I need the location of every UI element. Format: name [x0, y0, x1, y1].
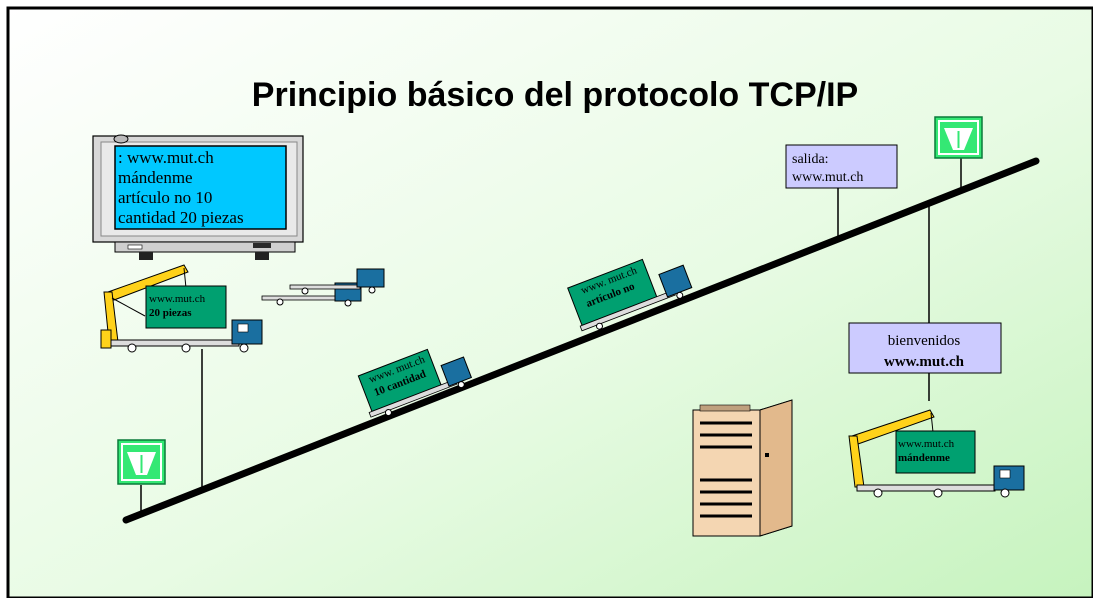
empty-trucks: [261, 268, 385, 307]
server-tower: [692, 399, 793, 537]
crane-truck-right: [848, 409, 1025, 498]
crane-truck-left: [100, 264, 263, 487]
highway-road: [122, 157, 1040, 524]
highway-sign-right: [934, 116, 983, 190]
load-line2: mándenme: [898, 452, 950, 464]
welcome-sign: [848, 204, 1002, 401]
welcome-sign-text: bienvenidos www.mut.ch: [850, 331, 998, 373]
exit-sign-text: salida: www.mut.ch: [792, 151, 863, 187]
load-label-crane-left: www.mut.ch 20 piezas: [149, 292, 205, 320]
page-title: Principio básico del protocolo TCP/IP: [251, 76, 859, 114]
highway-sign-left: [117, 439, 166, 517]
welcome-sign-line2: www.mut.ch: [883, 354, 964, 370]
truck-on-road-mid: [567, 258, 693, 332]
load-line2: 20 piezas: [149, 307, 192, 319]
exit-sign-line1: salida:: [792, 152, 829, 167]
exit-sign-line2: www.mut.ch: [792, 170, 864, 185]
monitor-screen-text: : www.mut.ch mándenme artículo no 10 can…: [118, 148, 283, 228]
welcome-sign-line1: bienvenidos: [887, 333, 961, 349]
load-line1: www.mut.ch: [149, 293, 206, 305]
load-line1: www.mut.ch: [898, 438, 955, 450]
screen-line: cantidad 20 piezas: [118, 208, 244, 227]
screen-line: mándenme: [118, 168, 193, 187]
computer-monitor: [92, 134, 304, 260]
exit-sign: [785, 144, 898, 238]
load-label-crane-right: www.mut.ch mándenme: [898, 437, 954, 465]
screen-line: : www.mut.ch: [118, 148, 214, 167]
screen-line: artículo no 10: [118, 188, 213, 207]
truck-on-road-low: [357, 348, 473, 418]
